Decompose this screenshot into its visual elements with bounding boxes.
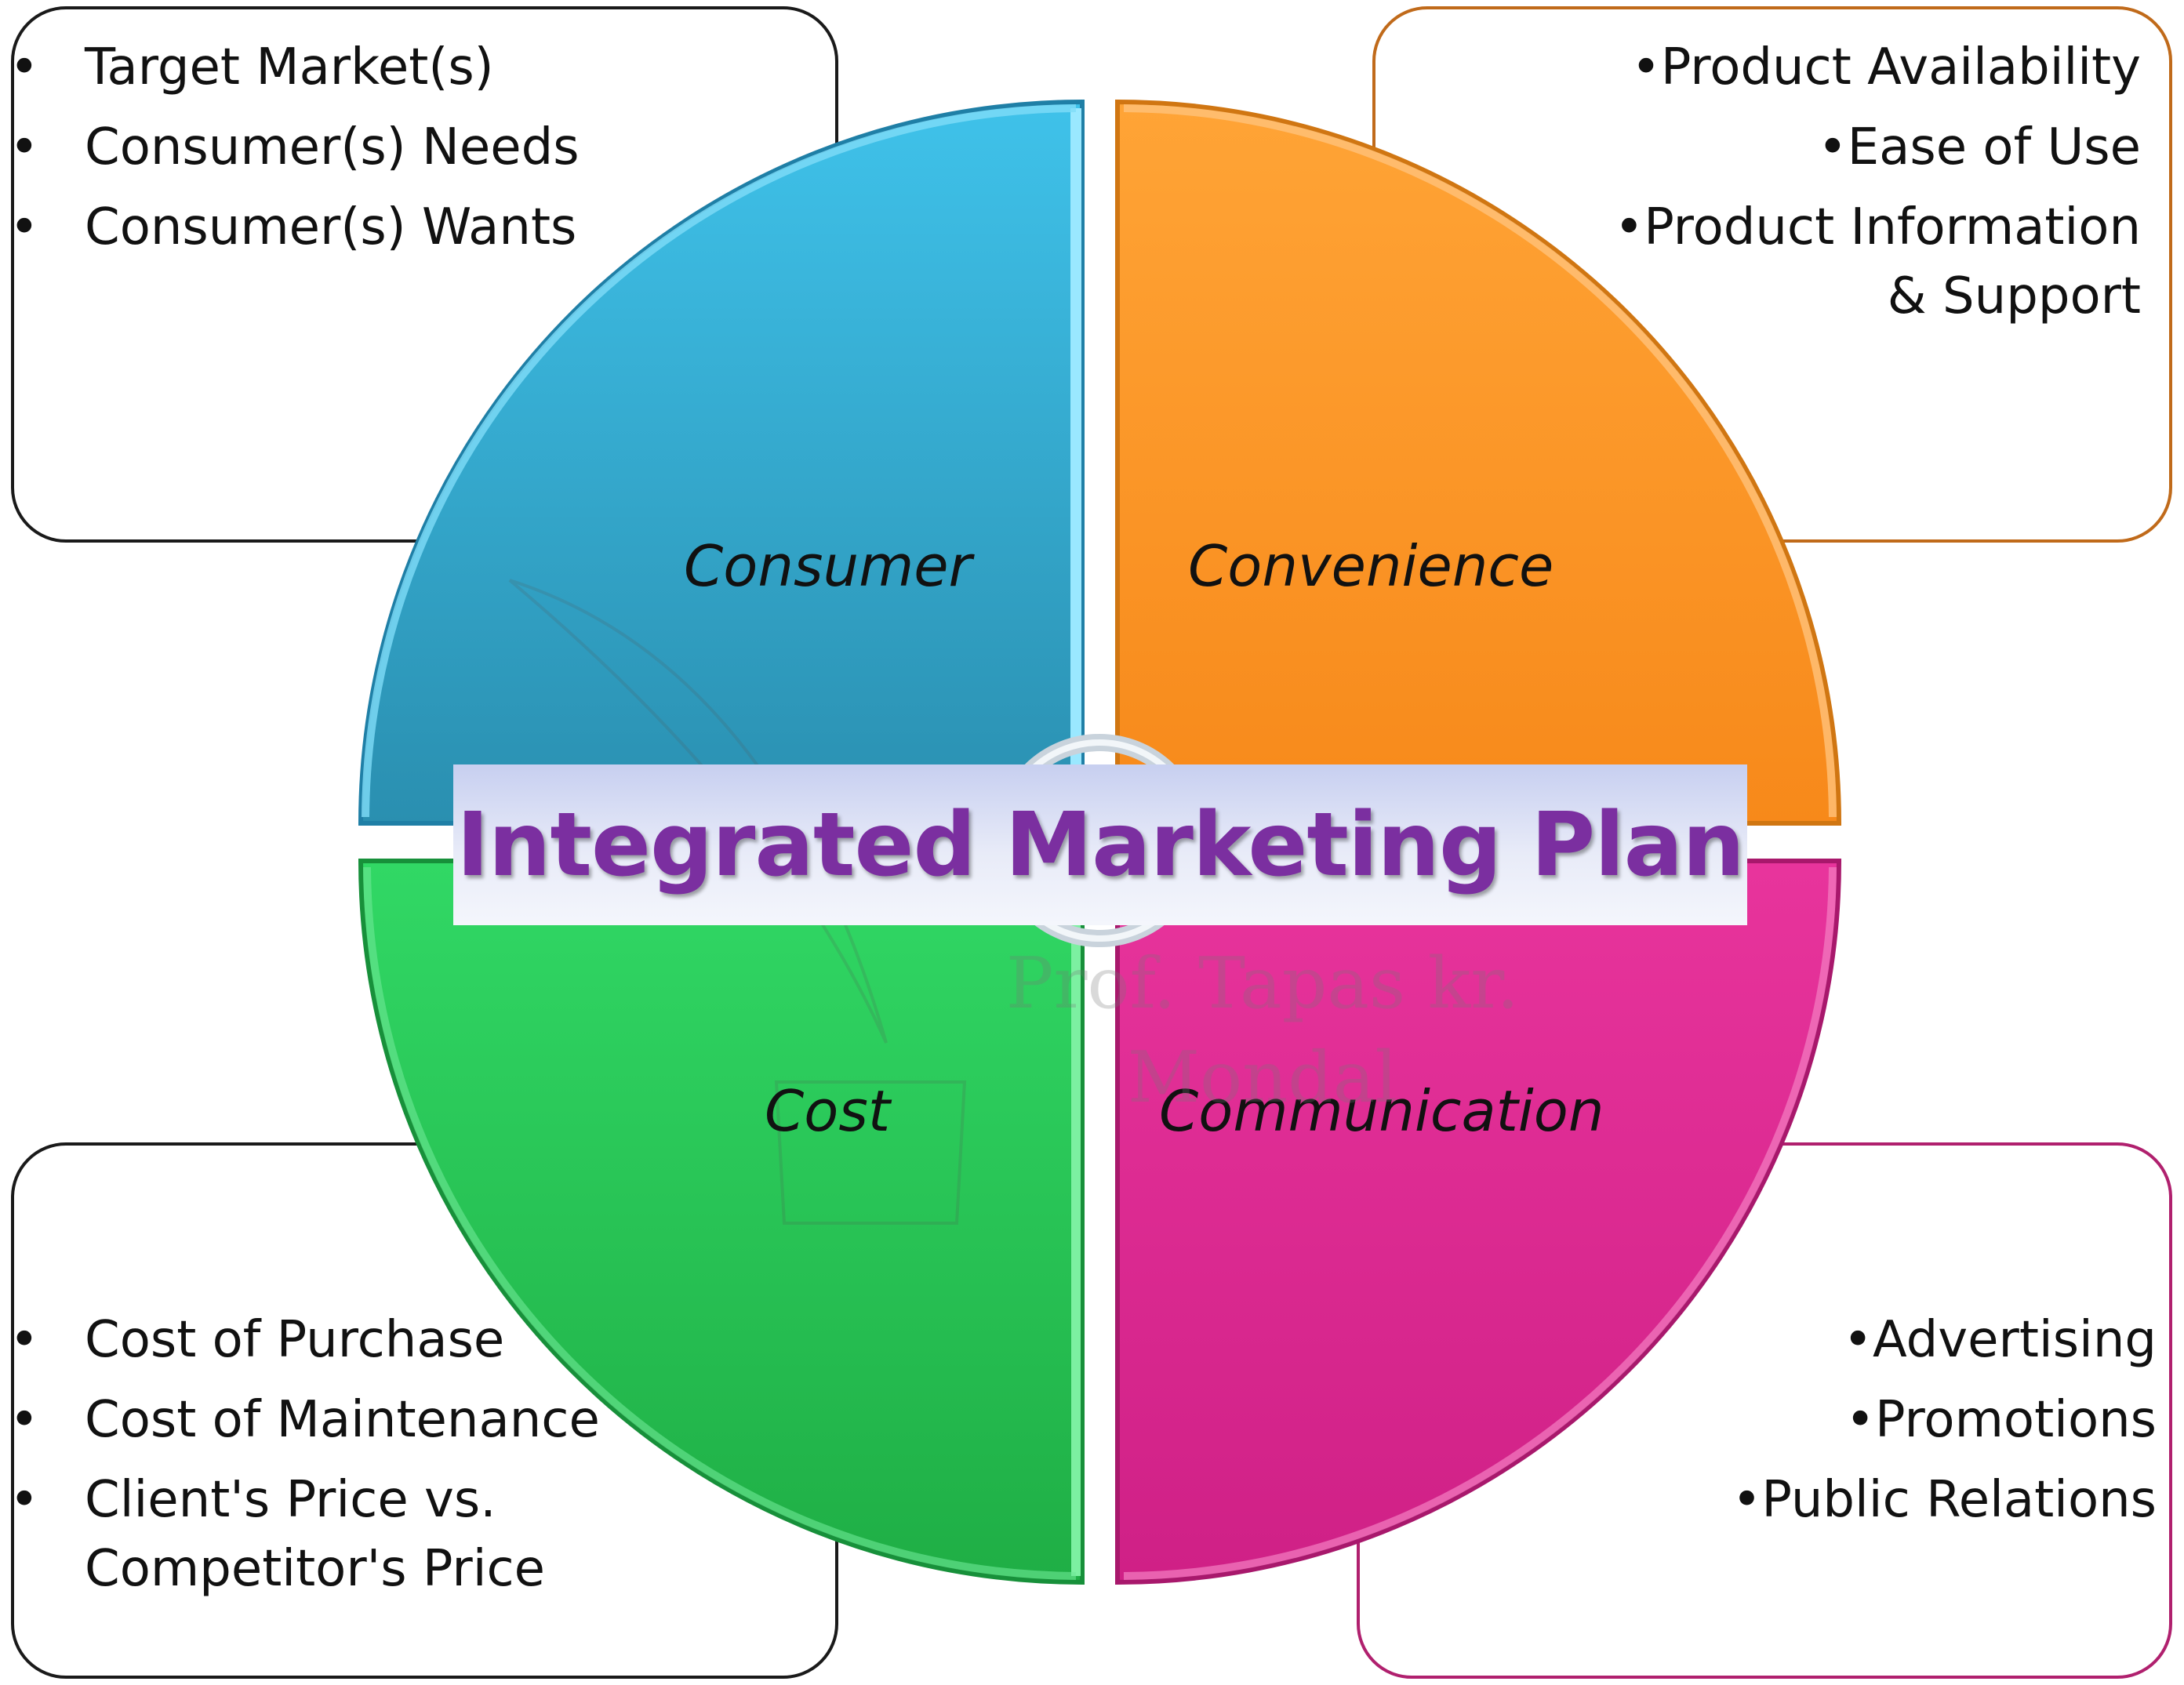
quill-watermark — [508, 579, 967, 1225]
list-item: •Consumer(s) Wants — [9, 198, 577, 256]
consumer-quadrant — [358, 99, 1085, 826]
author-watermark: Prof. Tapas kr. Mondal — [1005, 942, 1520, 1119]
diagram-title: Integrated Marketing Plan — [456, 793, 1745, 896]
cost-quadrant — [358, 859, 1085, 1585]
communication-list: •Advertising •Promotions •Public Relatio… — [1529, 1306, 2157, 1545]
title-banner: Integrated Marketing Plan — [453, 764, 1747, 925]
convenience-list: •Product Availability •Ease of Use •Prod… — [1592, 33, 2141, 342]
consumer-label: Consumer — [684, 533, 972, 599]
list-item: •Public Relations — [1732, 1471, 2157, 1529]
list-item: •Product Information & Support — [1614, 198, 2141, 325]
list-item: •Cost of Purchase — [9, 1311, 505, 1369]
cost-list: •Cost of Purchase •Cost of Maintenance •… — [9, 1306, 753, 1614]
list-item: •Client's Price vs. Competitor's Price — [9, 1471, 546, 1598]
cost-label: Cost — [765, 1078, 891, 1144]
convenience-label: Convenience — [1188, 533, 1554, 599]
list-item: •Consumer(s) Needs — [9, 118, 580, 176]
list-item: •Target Market(s) — [9, 38, 494, 96]
communication-label: Communication — [1159, 1078, 1604, 1144]
communication-quadrant — [1115, 859, 1842, 1585]
list-item: •Promotions — [1845, 1391, 2157, 1449]
list-item: •Ease of Use — [1817, 118, 2141, 176]
list-item: •Advertising — [1843, 1311, 2157, 1369]
consumer-list: •Target Market(s) •Consumer(s) Needs •Co… — [9, 33, 753, 273]
list-item: •Product Availability — [1631, 38, 2141, 96]
list-item: •Cost of Maintenance — [9, 1391, 600, 1449]
convenience-quadrant — [1115, 99, 1842, 826]
